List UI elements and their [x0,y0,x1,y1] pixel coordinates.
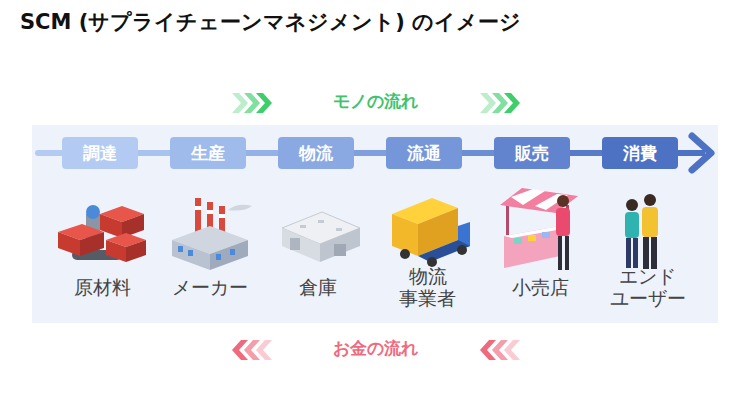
flow-tail [678,150,705,156]
stage-box: 生産 [170,137,246,169]
stage-box: 販売 [494,137,570,169]
diagram-title: SCM (サプライチェーンマネジメント) のイメージ [20,8,521,36]
stage-caption: 小売店 [483,277,597,299]
shop-icon [500,188,578,270]
stage-label: 消費 [623,142,657,165]
flow-connector [138,150,170,156]
band [32,125,718,323]
stage-box: 流通 [386,137,462,169]
arrow-head [692,136,711,170]
stage-caption: 原材料 [45,277,159,299]
chevrons [232,93,520,113]
stage-label: 販売 [515,142,549,165]
flow-label: モノの流れ [307,92,443,112]
truck-icon [392,198,470,267]
warehouse-icon [282,212,360,262]
flow-connector [462,150,494,156]
stage-box: 調達 [62,137,138,169]
users-icon [625,194,658,269]
stage-caption: 倉庫 [261,277,375,299]
stage-caption: エンド ユーザー [604,266,691,310]
chevrons [232,340,520,360]
raw-material-icon [58,205,146,262]
flow-connector [570,150,602,156]
stage-box: 消費 [602,137,678,169]
flow-connector [246,150,278,156]
stage-box: 物流 [278,137,354,169]
stage-caption: メーカー [153,277,267,299]
stage-caption: 物流 事業者 [394,266,462,310]
stage-label: 物流 [299,142,333,165]
factory-icon [172,198,252,270]
stage-label: 生産 [191,142,225,165]
flow-connector [354,150,386,156]
flow-label: お金の流れ [307,339,443,359]
stage-label: 調達 [83,142,117,165]
stage-label: 流通 [407,142,441,165]
flow-tail [38,150,62,156]
